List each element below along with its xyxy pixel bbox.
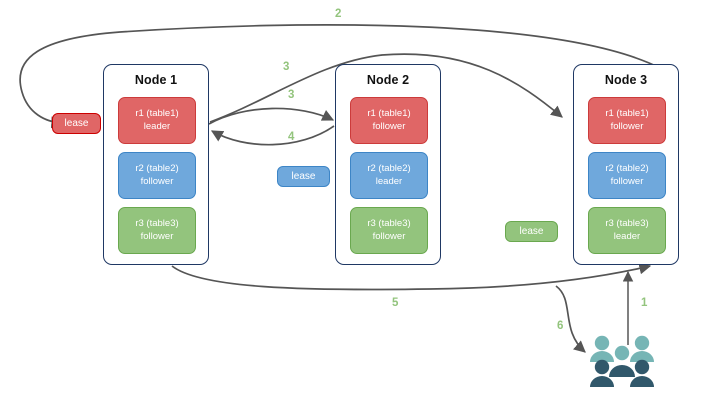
step-label-1: 1 bbox=[641, 297, 648, 309]
step-label-5: 5 bbox=[392, 297, 399, 309]
node-title: Node 3 bbox=[604, 73, 648, 87]
replica-name: r3 (table3) bbox=[605, 218, 649, 229]
replica-r2-node2[interactable]: r2 (table2) leader bbox=[350, 152, 428, 199]
edge-step-4 bbox=[210, 125, 335, 146]
edge-step-3-to-node3 bbox=[209, 53, 563, 123]
replica-name: r2 (table2) bbox=[367, 163, 411, 174]
replica-role: follower bbox=[140, 230, 174, 242]
step-label-3-a: 3 bbox=[283, 61, 290, 73]
edge-step-5 bbox=[171, 262, 652, 291]
replica-role: follower bbox=[140, 175, 174, 187]
lease-chip-blue[interactable]: lease bbox=[277, 166, 330, 187]
edge-step-2 bbox=[19, 24, 661, 129]
replica-r3-node2[interactable]: r3 (table3) follower bbox=[350, 207, 428, 254]
replica-name: r3 (table3) bbox=[135, 218, 179, 229]
node-title: Node 2 bbox=[366, 73, 410, 87]
replica-r3-node1[interactable]: r3 (table3) follower bbox=[118, 207, 196, 254]
node-box-1[interactable]: Node 1 r1 (table1) leader r2 (table2) fo… bbox=[103, 64, 209, 265]
replica-role: follower bbox=[610, 120, 644, 132]
step-label-2: 2 bbox=[335, 8, 342, 20]
replica-name: r1 (table1) bbox=[367, 108, 411, 119]
lease-chip-green[interactable]: lease bbox=[505, 221, 558, 242]
replica-role: leader bbox=[613, 230, 641, 242]
replica-role: follower bbox=[372, 120, 406, 132]
node-box-2[interactable]: Node 2 r1 (table1) follower r2 (table2) … bbox=[335, 64, 441, 265]
replica-role: follower bbox=[372, 230, 406, 242]
users-icon bbox=[590, 335, 654, 387]
replica-name: r2 (table2) bbox=[605, 163, 649, 174]
node-box-3[interactable]: Node 3 r1 (table1) follower r2 (table2) … bbox=[573, 64, 679, 265]
edge-step-3-to-node2 bbox=[208, 107, 335, 125]
edge-step-6 bbox=[555, 285, 586, 353]
node-title: Node 1 bbox=[134, 73, 178, 87]
replica-name: r2 (table2) bbox=[135, 163, 179, 174]
replica-name: r1 (table1) bbox=[135, 108, 179, 119]
replica-r1-node2[interactable]: r1 (table1) follower bbox=[350, 97, 428, 144]
replica-r2-node3[interactable]: r2 (table2) follower bbox=[588, 152, 666, 199]
step-label-6: 6 bbox=[557, 320, 564, 332]
lease-chip-red[interactable]: lease bbox=[52, 113, 101, 134]
replica-r1-node1[interactable]: r1 (table1) leader bbox=[118, 97, 196, 144]
replica-r3-node3[interactable]: r3 (table3) leader bbox=[588, 207, 666, 254]
replica-r2-node1[interactable]: r2 (table2) follower bbox=[118, 152, 196, 199]
replica-role: leader bbox=[143, 120, 171, 132]
replica-name: r1 (table1) bbox=[605, 108, 649, 119]
step-label-4: 4 bbox=[288, 131, 295, 143]
replica-role: leader bbox=[375, 175, 403, 187]
step-label-3-b: 3 bbox=[288, 89, 295, 101]
replica-r1-node3[interactable]: r1 (table1) follower bbox=[588, 97, 666, 144]
replica-role: follower bbox=[610, 175, 644, 187]
replica-name: r3 (table3) bbox=[367, 218, 411, 229]
